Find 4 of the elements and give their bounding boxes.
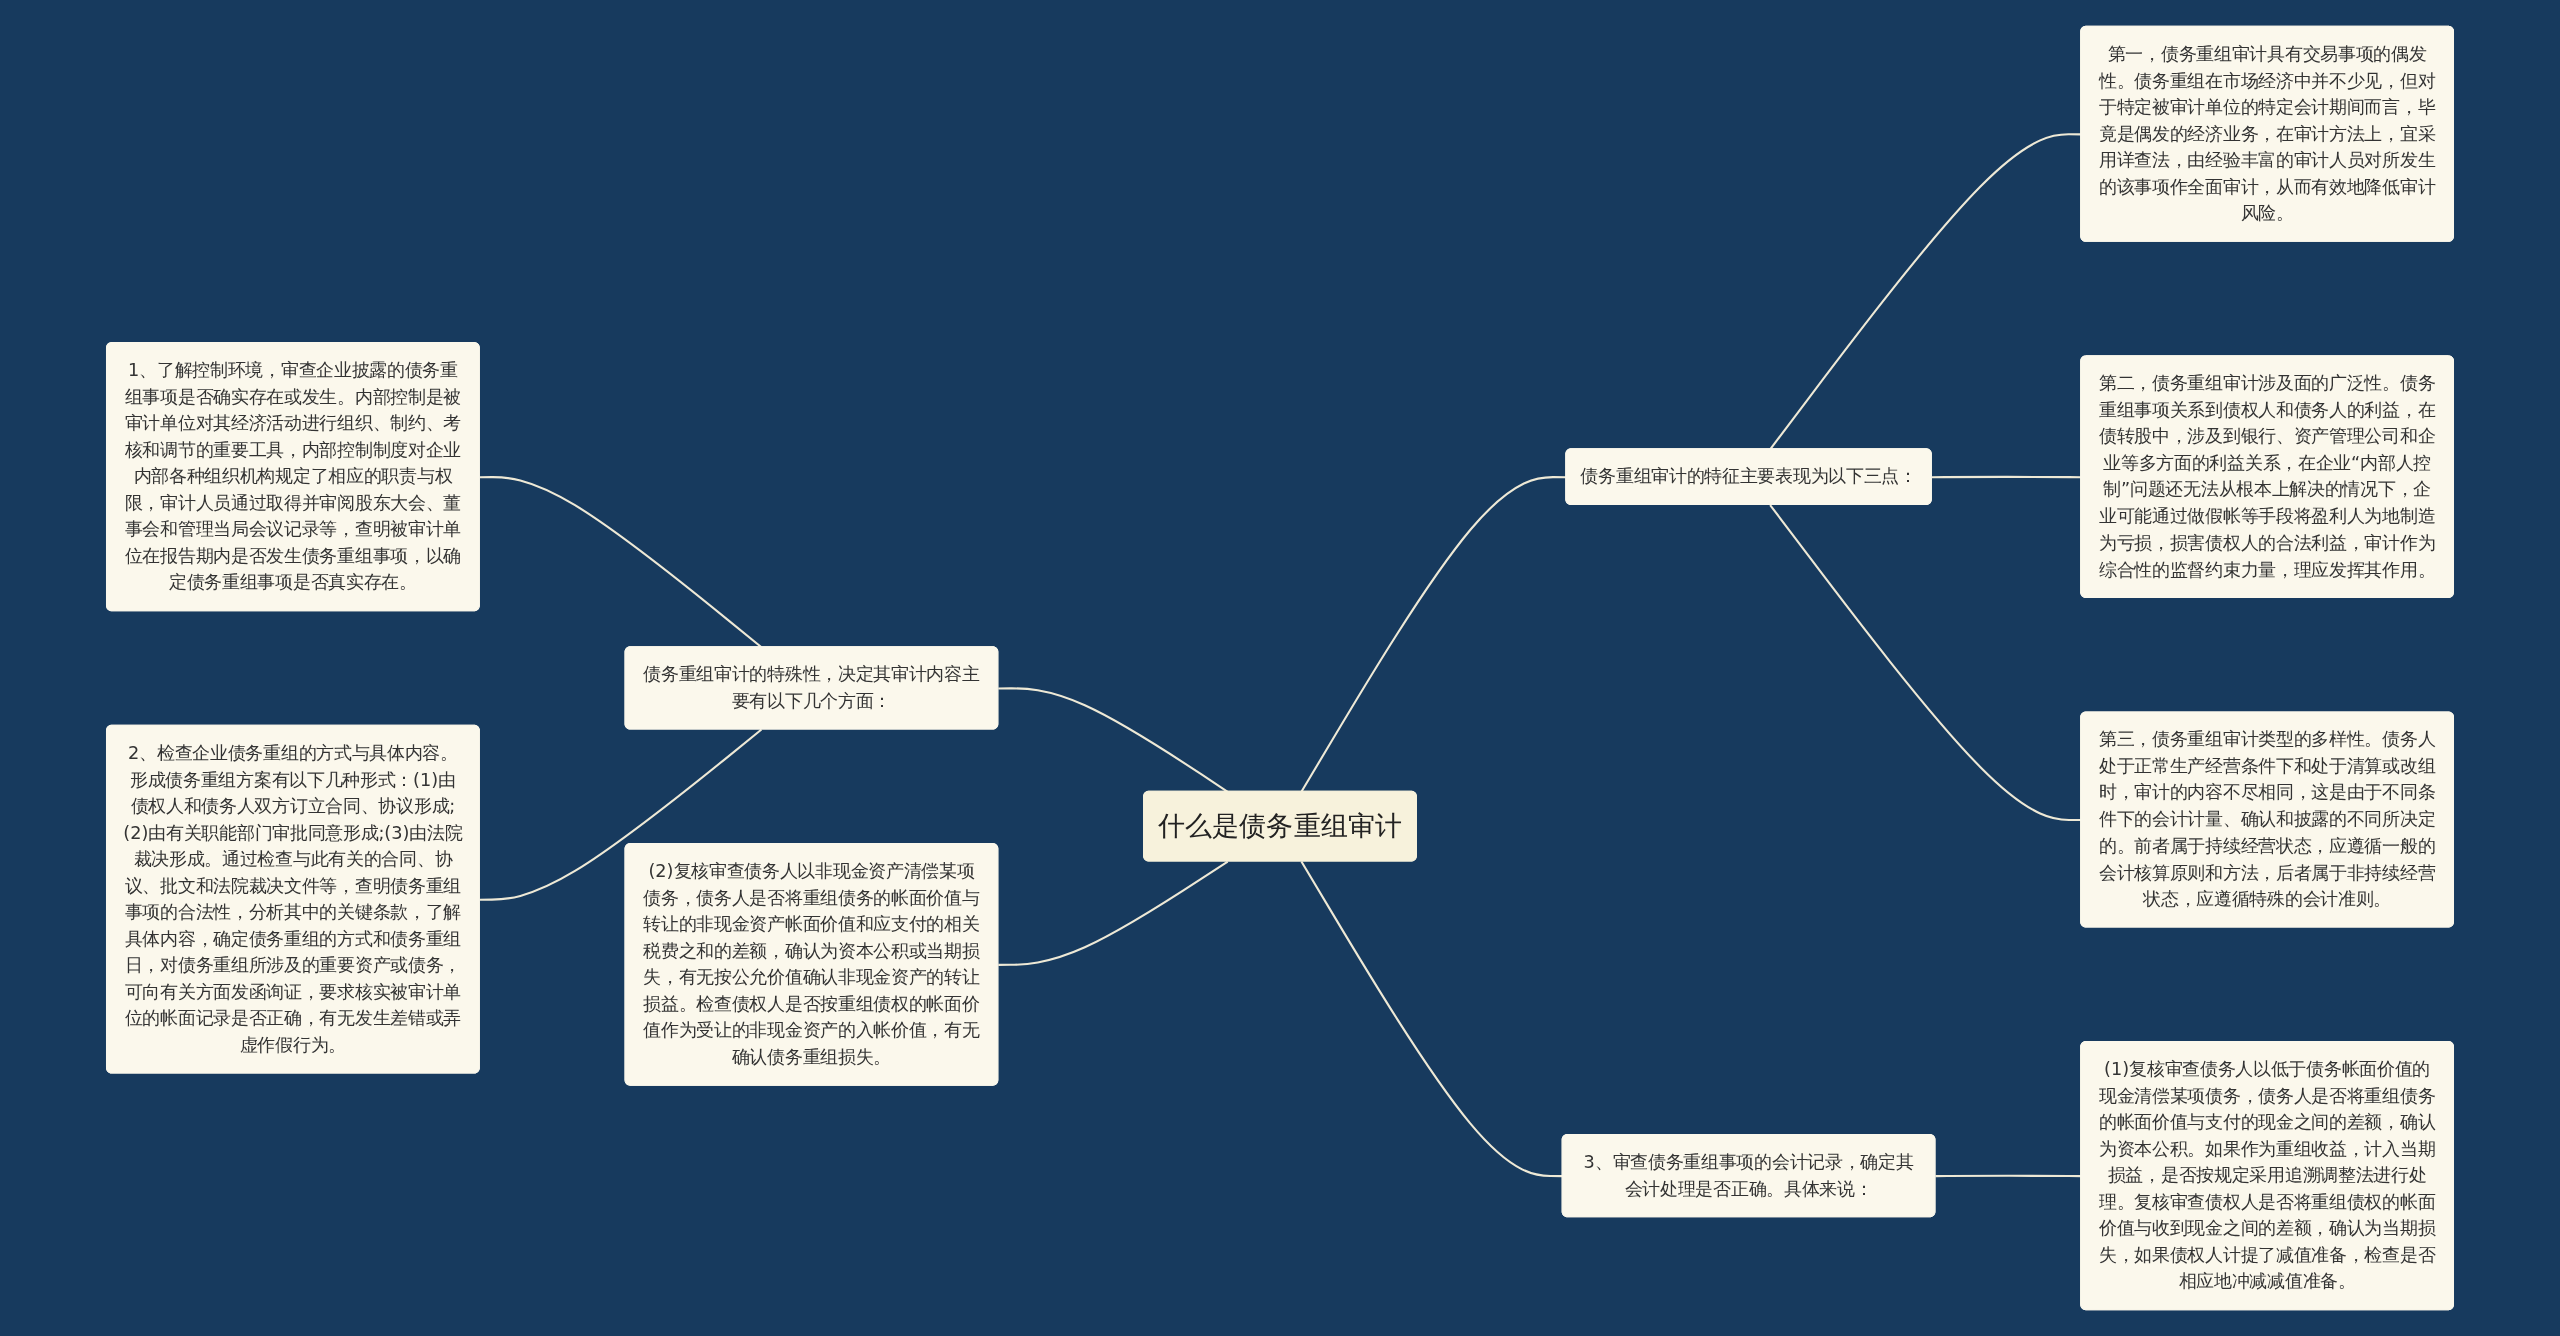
- connector: [998, 687, 1229, 793]
- connector: [479, 728, 763, 901]
- connector: [1300, 861, 1563, 1178]
- connector: [998, 860, 1229, 966]
